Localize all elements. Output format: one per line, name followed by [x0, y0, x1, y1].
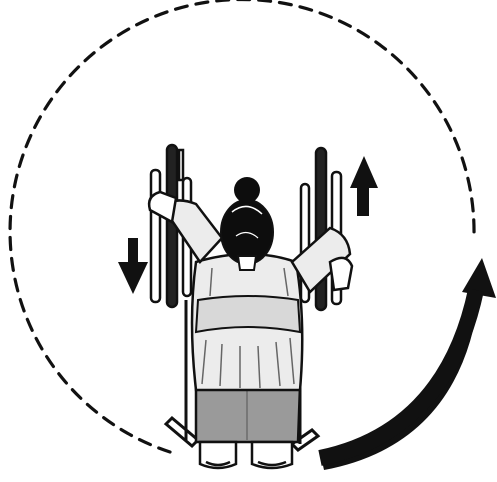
up-arrow-icon	[350, 156, 378, 216]
sash	[196, 296, 300, 332]
feet	[200, 442, 292, 468]
rotation-arrow-icon	[320, 258, 496, 470]
head	[221, 177, 273, 270]
down-arrow-icon	[118, 238, 148, 294]
